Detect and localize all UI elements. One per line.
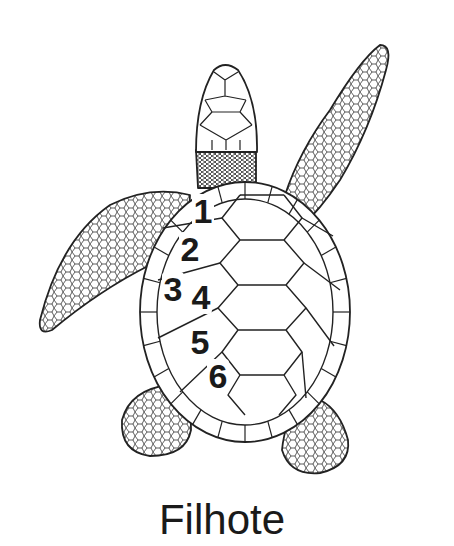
marginal-scute-line [321, 369, 336, 378]
callout-number: 4 [190, 280, 213, 314]
marginal-scute-line [140, 311, 157, 312]
marginal-scute-line [333, 311, 350, 312]
marginal-scute-line [144, 341, 160, 345]
callout-number: 3 [162, 272, 185, 306]
marginal-scute-line [244, 182, 245, 199]
marginal-scute-line [244, 425, 245, 442]
marginal-scute-line [171, 392, 183, 404]
marginal-scute-line [193, 410, 202, 425]
marginal-scute-line [307, 392, 319, 404]
marginal-scute-line [154, 247, 169, 256]
callout-number: 6 [207, 359, 230, 393]
marginal-scute-line [321, 247, 336, 256]
marginal-scute-line [330, 278, 346, 282]
marginal-scute-line [268, 421, 272, 437]
callout-number: 5 [189, 325, 212, 359]
callout-number: 1 [192, 194, 215, 228]
marginal-scute-line [218, 186, 222, 202]
marginal-scute-line [144, 278, 160, 282]
marginal-scute-line [154, 369, 169, 378]
callout-number: 2 [179, 232, 202, 266]
marginal-scute-line [218, 421, 222, 437]
caption: Filhote [159, 498, 285, 542]
marginal-scute-line [289, 410, 298, 425]
